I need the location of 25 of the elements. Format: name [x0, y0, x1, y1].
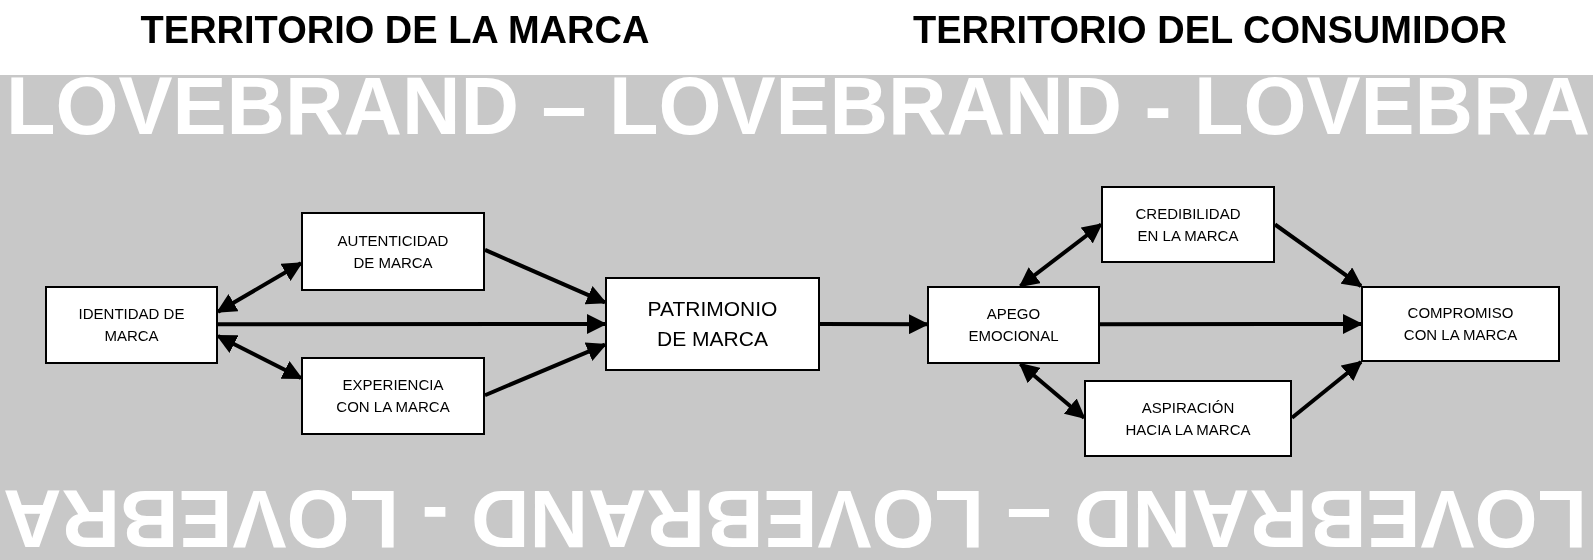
box-label: CREDIBILIDAD EN LA MARCA — [1134, 203, 1242, 246]
arrow — [820, 314, 929, 335]
box-label: COMPROMISO CON LA MARCA — [1402, 303, 1519, 345]
concept-box — [927, 286, 1100, 364]
arrow — [484, 342, 607, 398]
arrow — [1018, 222, 1103, 288]
section-heading: TERRITORIO DE LA MARCA — [139, 8, 651, 53]
concept-box — [1084, 380, 1292, 457]
arrow — [218, 314, 607, 334]
box-label: ASPIRACIÓN HACIA LA MARCA — [1124, 397, 1252, 440]
box-label: AUTENTICIDAD DE MARCA — [336, 230, 450, 273]
concept-box — [301, 357, 485, 435]
section-heading: TERRITORIO DEL CONSUMIDOR — [912, 8, 1508, 53]
concept-box — [1361, 286, 1560, 362]
concept-box — [45, 286, 218, 364]
box-label: APEGO EMOCIONAL — [967, 304, 1060, 346]
box-label: IDENTIDAD DE MARCA — [77, 304, 186, 346]
arrow — [484, 248, 607, 305]
arrow — [1018, 362, 1086, 420]
box-label: EXPERIENCIA CON LA MARCA — [335, 375, 451, 417]
concept-box — [301, 212, 485, 291]
box-label: PATRIMONIO DE MARCA — [646, 295, 779, 352]
concept-box — [605, 277, 820, 371]
concept-box — [1101, 186, 1275, 263]
arrow — [1100, 314, 1363, 334]
